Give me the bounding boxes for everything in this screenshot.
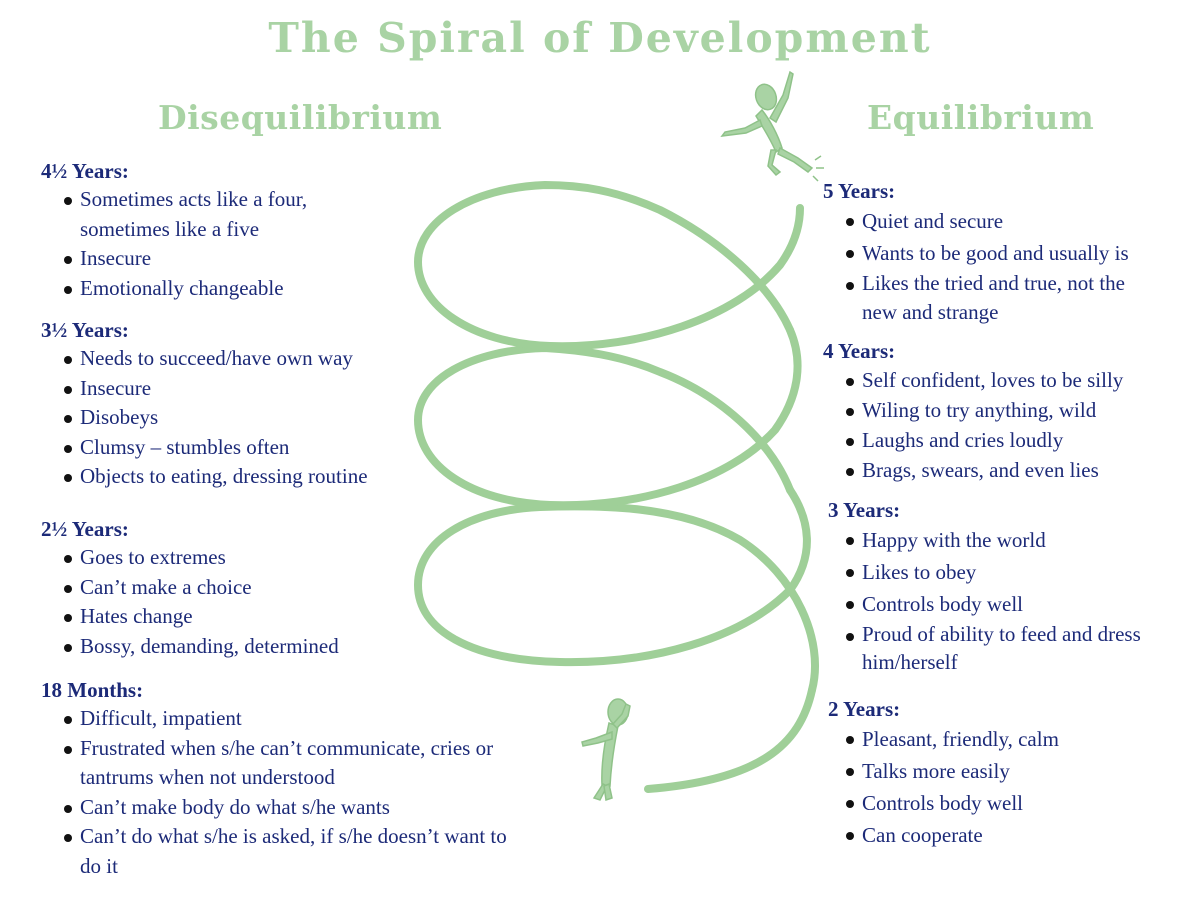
stage-age-label: 4½ Years:: [41, 159, 129, 183]
stage-age-label: 3 Years:: [828, 498, 901, 522]
list-item: Insecure: [41, 244, 411, 274]
list-item: Hates change: [41, 602, 421, 632]
list-item: Pleasant, friendly, calm: [823, 723, 1198, 755]
list-item: Can’t make body do what s/he wants: [41, 793, 541, 823]
disequilibrium-heading: Disequilibrium: [158, 98, 443, 137]
list-item: Quiet and secure: [823, 205, 1193, 237]
list-item: Controls body well: [823, 787, 1198, 819]
list-item: Disobeys: [41, 403, 421, 433]
leaping-child-figure: [720, 70, 814, 177]
thinking-child-figure: [581, 698, 631, 801]
list-item: Emotionally changeable: [41, 274, 411, 304]
list-item: Needs to succeed/have own way: [41, 344, 421, 374]
list-item: Goes to extremes: [41, 543, 421, 573]
spiral-loop-bottom: [413, 486, 819, 694]
stage-item-list: Quiet and secure Wants to be good and us…: [823, 205, 1193, 327]
stage-age-label: 2½ Years:: [41, 517, 129, 541]
stage-2-years: 2 Years: Pleasant, friendly, calm Talks …: [828, 695, 1198, 851]
page-title: The Spiral of Development: [268, 14, 932, 62]
stage-item-list: Sometimes acts like a four, sometimes li…: [41, 185, 411, 303]
stage-age-label: 4 Years:: [823, 339, 896, 363]
stage-4-5-years: 4½ Years: Sometimes acts like a four, so…: [41, 157, 411, 303]
list-item: Wants to be good and usually is: [823, 237, 1193, 269]
list-item: Frustrated when s/he can’t communicate, …: [41, 734, 520, 793]
stage-3-5-years: 3½ Years: Needs to succeed/have own way …: [41, 316, 421, 492]
list-item: Controls body well: [823, 588, 1198, 620]
stage-item-list: Needs to succeed/have own way Insecure D…: [41, 344, 421, 492]
list-item: Insecure: [41, 374, 421, 404]
list-item: Wiling to try anything, wild: [823, 395, 1193, 425]
stage-age-label: 18 Months:: [41, 678, 144, 702]
stage-4-years: 4 Years: Self confident, loves to be sil…: [823, 337, 1193, 485]
list-item: Brags, swears, and even lies: [823, 455, 1193, 485]
list-item: Happy with the world: [823, 524, 1198, 556]
list-item: Self confident, loves to be silly: [823, 365, 1193, 395]
stage-18-months: 18 Months: Difficult, impatient Frustrat…: [41, 676, 541, 881]
list-item: Objects to eating, dressing routine: [41, 462, 421, 492]
list-item: Sometimes acts like a four, sometimes li…: [41, 185, 380, 244]
list-item: Likes to obey: [823, 556, 1198, 588]
stage-item-list: Happy with the world Likes to obey Contr…: [823, 524, 1198, 676]
stage-item-list: Difficult, impatient Frustrated when s/h…: [41, 704, 541, 881]
stage-item-list: Self confident, loves to be silly Wiling…: [823, 365, 1193, 485]
spiral-loop-top: [413, 180, 804, 351]
spiral-loop-middle: [413, 326, 802, 510]
stage-age-label: 3½ Years:: [41, 318, 129, 342]
equilibrium-heading: Equilibrium: [867, 98, 1095, 137]
list-item: Can cooperate: [823, 819, 1198, 851]
stage-age-label: 2 Years:: [828, 697, 901, 721]
list-item: Likes the tried and true, not the new an…: [823, 269, 1132, 327]
list-item: Can’t do what s/he is asked, if s/he doe…: [41, 822, 520, 881]
stage-age-label: 5 Years:: [823, 179, 896, 203]
list-item: Proud of ability to feed and dress him/h…: [823, 620, 1192, 676]
stage-3-years: 3 Years: Happy with the world Likes to o…: [828, 496, 1198, 676]
stage-item-list: Goes to extremes Can’t make a choice Hat…: [41, 543, 421, 661]
list-item: Difficult, impatient: [41, 704, 541, 734]
list-item: Can’t make a choice: [41, 573, 421, 603]
list-item: Talks more easily: [823, 755, 1198, 787]
stage-5-years: 5 Years: Quiet and secure Wants to be go…: [823, 177, 1193, 327]
list-item: Clumsy – stumbles often: [41, 433, 421, 463]
list-item: Laughs and cries loudly: [823, 425, 1193, 455]
list-item: Bossy, demanding, determined: [41, 632, 421, 662]
spiral-tail: [644, 686, 816, 793]
stage-item-list: Pleasant, friendly, calm Talks more easi…: [823, 723, 1198, 851]
stage-2-5-years: 2½ Years: Goes to extremes Can’t make a …: [41, 515, 421, 661]
